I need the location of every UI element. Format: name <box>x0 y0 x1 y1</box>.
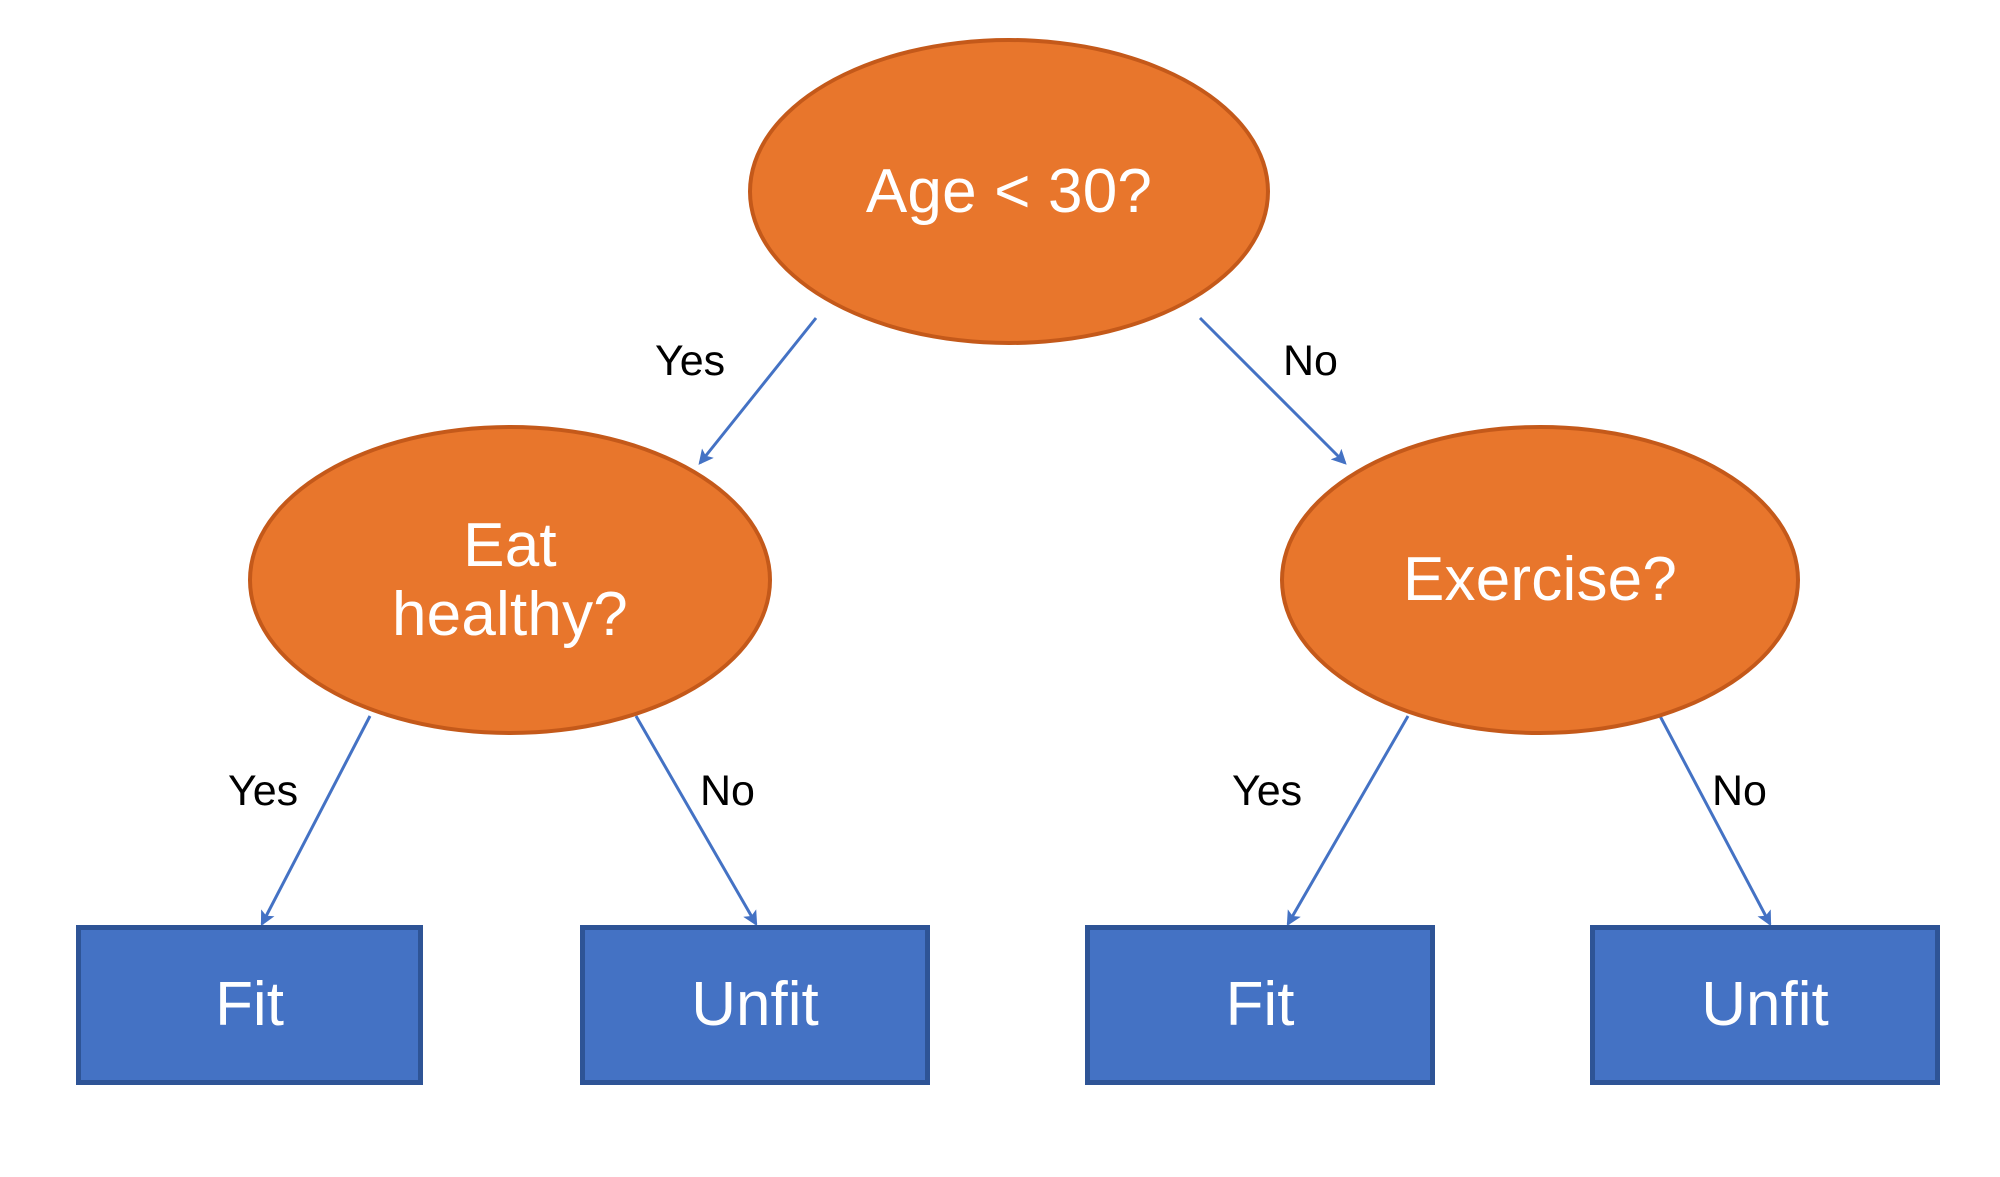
edge-exercise-yes <box>1286 715 1410 927</box>
leaf-node-fit-right[interactable]: Fit <box>1085 925 1435 1085</box>
edge-eat-yes <box>260 715 372 927</box>
decision-node-eat-healthy[interactable]: Eat healthy? <box>248 425 772 735</box>
edge-label-exercise-no: No <box>1712 767 1767 815</box>
decision-node-exercise[interactable]: Exercise? <box>1280 425 1800 735</box>
edge-eat-no <box>634 715 758 927</box>
leaf-node-fit-left[interactable]: Fit <box>76 925 423 1085</box>
edge-label-eat-no: No <box>700 767 755 815</box>
edge-exercise-no <box>1658 715 1772 927</box>
leaf-node-unfit-left[interactable]: Unfit <box>580 925 930 1085</box>
edge-label-root-no: No <box>1283 337 1338 385</box>
edge-label-root-yes: Yes <box>655 337 726 385</box>
decision-node-root[interactable]: Age < 30? <box>748 38 1270 345</box>
leaf-node-unfit-right[interactable]: Unfit <box>1590 925 1940 1085</box>
edge-label-exercise-yes: Yes <box>1232 767 1303 815</box>
edge-label-eat-yes: Yes <box>228 767 299 815</box>
